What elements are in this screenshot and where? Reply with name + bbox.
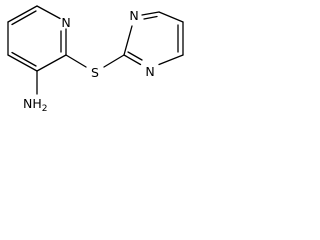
bond-c5p-c6p (158, 11, 184, 23)
chemical-structure: N NH2 S N N (7, 5, 184, 114)
bond-c2p-n3p-double (127, 51, 143, 61)
pyrimidine-nitrogen-top-label: N (129, 8, 138, 23)
bond-c2p-n3p (123, 54, 142, 66)
bond-n1-c6 (36, 5, 61, 20)
bond-c4-c3-double (11, 51, 37, 67)
bond-c2-s (65, 54, 87, 68)
bond-n3p-c4p (158, 54, 184, 66)
bond-s-c2prime (103, 54, 125, 68)
bond-c6p-n1p-double (143, 15, 158, 20)
bond-c4-c3 (7, 54, 38, 72)
bond-c6-c5-double (11, 10, 37, 26)
amine-nh-label: NH (23, 96, 42, 111)
bond-c6p-n1p (141, 11, 160, 16)
bond-c6-c5 (7, 5, 38, 23)
pyridine-nitrogen-label: N (61, 15, 70, 30)
bond-n1p-c2p (123, 25, 133, 56)
pyrimidine-ring (123, 11, 184, 66)
pyrimidine-nitrogen-bottom-label: N (145, 64, 154, 79)
sulfur-label: S (91, 65, 99, 80)
pyridine-ring (7, 5, 67, 72)
amine-group-label: NH2 (23, 96, 47, 114)
bond-c3-c2 (36, 54, 67, 72)
amine-subscript: 2 (42, 104, 48, 114)
